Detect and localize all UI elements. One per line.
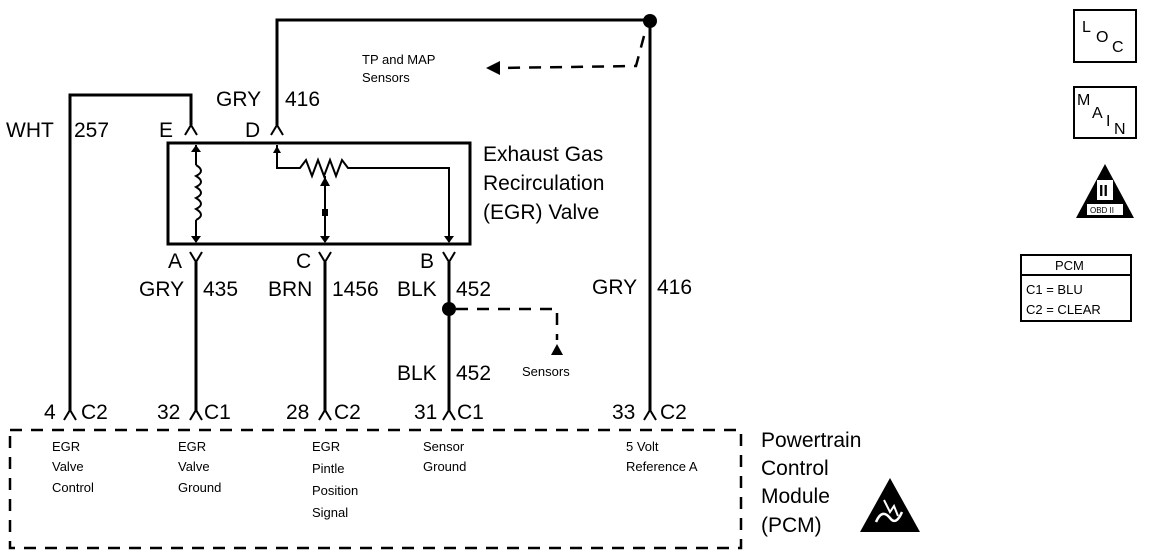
tp-map-dashed-line	[497, 35, 646, 70]
svg-text:C1: C1	[204, 401, 231, 424]
pcm-connector-4-icon	[63, 408, 77, 421]
wire-e-color: WHT	[6, 119, 54, 142]
pcm-pin-32: 32 C1 EGR Valve Ground	[157, 401, 231, 495]
sensors-dashed-line	[456, 307, 559, 340]
svg-text:I: I	[1106, 113, 1110, 130]
svg-text:EGR: EGR	[178, 439, 206, 454]
svg-text:C2: C2	[81, 401, 108, 424]
svg-text:4: 4	[44, 401, 56, 424]
pin-a-label: A	[168, 250, 182, 273]
svg-text:OBD II: OBD II	[1090, 206, 1114, 215]
svg-text:C: C	[1112, 39, 1124, 56]
svg-text:28: 28	[286, 401, 309, 424]
pcm-pin-28: 28 C2 EGR Pintle Position Signal	[286, 401, 361, 520]
pcm-pin-4: 4 C2 EGR Valve Control	[44, 401, 108, 495]
pcm-pin-33: 33 C2 5 Volt Reference A	[612, 401, 698, 474]
connector-a-icon	[189, 251, 203, 264]
obd-ii-icon: II OBD II	[1076, 164, 1134, 218]
svg-text:Valve: Valve	[178, 459, 210, 474]
legend-row-2: C2 = CLEAR	[1026, 302, 1101, 317]
egr-label-2: Recirculation	[483, 172, 604, 195]
pin-e-label: E	[159, 119, 173, 142]
pcm-pin-31: 31 C1 Sensor Ground	[414, 401, 484, 474]
esd-warning-icon	[860, 478, 920, 532]
svg-text:A: A	[1092, 105, 1103, 122]
svg-text:33: 33	[612, 401, 635, 424]
arrow-left-icon	[486, 61, 500, 75]
svg-text:M: M	[1077, 92, 1090, 109]
solenoid-coil-icon	[193, 164, 202, 221]
splice-blk-452	[442, 302, 456, 316]
pcm-box	[8, 428, 743, 550]
pin-d-label: D	[245, 119, 260, 142]
splice-wire-color: BLK	[397, 362, 437, 385]
svg-text:N: N	[1114, 121, 1126, 138]
tp-map-label-1: TP and MAP	[362, 52, 435, 67]
svg-text:Reference A: Reference A	[626, 459, 698, 474]
svg-text:C1: C1	[457, 401, 484, 424]
connector-legend: PCM C1 = BLU C2 = CLEAR	[1020, 254, 1132, 322]
svg-text:Ground: Ground	[178, 480, 221, 495]
wires	[68, 18, 652, 412]
svg-text:Signal: Signal	[312, 505, 348, 520]
wire-c-color: BRN	[268, 278, 312, 301]
svg-text:C2: C2	[334, 401, 361, 424]
wire-a-num: 435	[203, 278, 238, 301]
pcm-label-4: (PCM)	[761, 514, 822, 537]
loc-icon: L O C	[1073, 9, 1137, 63]
wire-a-color: GRY	[139, 278, 184, 301]
splice-gry-416	[643, 14, 657, 28]
pin-c-label: C	[296, 250, 311, 273]
wire-right-num: 416	[657, 276, 692, 299]
svg-text:32: 32	[157, 401, 180, 424]
connector-d-icon	[270, 123, 284, 136]
pcm-connector-31-icon	[442, 408, 456, 421]
svg-text:Position: Position	[312, 483, 358, 498]
sensors-triangle-icon	[551, 344, 563, 355]
pcm-connector-33-icon	[643, 408, 657, 421]
svg-text:Ground: Ground	[423, 459, 466, 474]
wire-c-num: 1456	[332, 278, 379, 301]
wire-gry-416	[275, 18, 652, 412]
wire-d-num: 416	[285, 88, 320, 111]
pcm-label-1: Powertrain	[761, 429, 861, 452]
svg-text:EGR: EGR	[52, 439, 80, 454]
svg-text:31: 31	[414, 401, 437, 424]
pcm-connector-28-icon	[318, 408, 332, 421]
pcm-connector-32-icon	[189, 408, 203, 421]
pin-b-label: B	[420, 250, 434, 273]
egr-valve	[166, 141, 472, 246]
potentiometer-icon	[276, 145, 450, 242]
tp-map-label-2: Sensors	[362, 70, 410, 85]
svg-text:O: O	[1096, 29, 1108, 46]
wire-e-num: 257	[74, 119, 109, 142]
sensors-label: Sensors	[522, 364, 570, 379]
svg-text:Pintle: Pintle	[312, 461, 345, 476]
main-icon: M A I N	[1073, 86, 1137, 139]
svg-text:Control: Control	[52, 480, 94, 495]
connector-b-icon	[442, 251, 456, 264]
svg-text:EGR: EGR	[312, 439, 340, 454]
svg-text:C2: C2	[660, 401, 687, 424]
wire-b-num: 452	[456, 278, 491, 301]
egr-label-1: Exhaust Gas	[483, 143, 603, 166]
pcm-label-2: Control	[761, 457, 829, 480]
pcm-label-3: Module	[761, 485, 830, 508]
wire-right-color: GRY	[592, 276, 637, 299]
connector-c-icon	[318, 251, 332, 264]
wire-wht-257	[68, 93, 193, 412]
svg-text:Sensor: Sensor	[423, 439, 465, 454]
svg-text:II: II	[1099, 183, 1108, 200]
wire-d-color: GRY	[216, 88, 261, 111]
svg-text:5 Volt: 5 Volt	[626, 439, 659, 454]
legend-row-1: C1 = BLU	[1026, 282, 1083, 297]
svg-text:L: L	[1082, 19, 1091, 36]
svg-text:Valve: Valve	[52, 459, 84, 474]
wire-b-color: BLK	[397, 278, 437, 301]
splice-wire-num: 452	[456, 362, 491, 385]
connector-e-icon	[184, 123, 198, 136]
legend-title: PCM	[1055, 258, 1084, 273]
egr-label-3: (EGR) Valve	[483, 201, 599, 224]
